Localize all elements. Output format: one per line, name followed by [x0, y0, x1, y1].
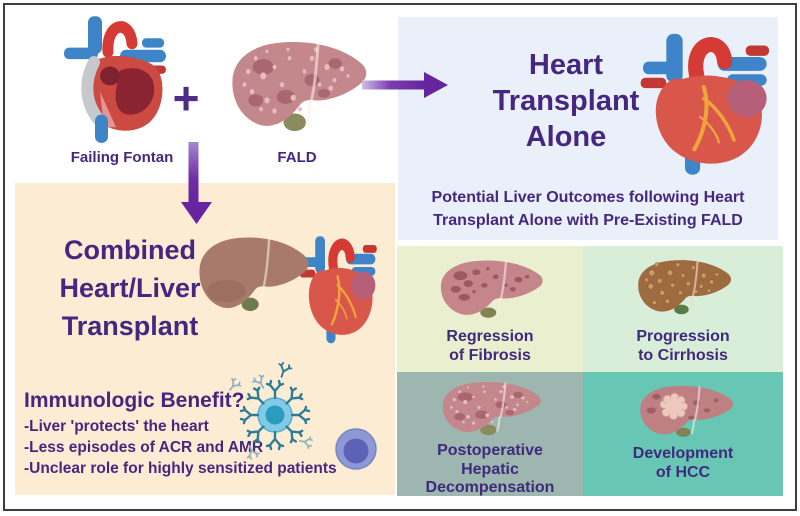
decompensated-liver-icon	[435, 376, 545, 444]
outcome-regression-of-fibrosis: Regression of Fibrosis	[397, 246, 583, 372]
outcome-caption: Development of HCC	[632, 445, 734, 481]
immunologic-benefit-heading: Immunologic Benefit?	[24, 389, 245, 412]
fald-liver-icon	[222, 32, 372, 146]
healthy-heart-icon	[636, 27, 776, 177]
outcome-development-of-hcc: Development of HCC	[583, 372, 783, 496]
combined-transplant-title: Combined Heart/Liver Transplant	[59, 235, 201, 341]
cirrhosis-liver-icon	[631, 254, 735, 324]
fald-label: FALD	[277, 149, 317, 166]
lymphocyte-cell-icon	[335, 428, 377, 470]
failing-fontan-label: Failing Fontan	[70, 149, 174, 166]
outcome-caption: Progression to Cirrhosis	[636, 328, 730, 364]
immunologic-point: -Less episodes of ACR and AMR	[24, 438, 264, 456]
outcome-postoperative-hepatic-decompensation: Postoperative Hepatic Decompensation	[397, 372, 583, 496]
immunologic-point: -Unclear role for highly sensitized pati…	[24, 459, 337, 477]
panel-combined-heart-liver-transplant: Combined Heart/Liver Transplant Immunolo…	[15, 183, 395, 495]
outcome-caption: Postoperative Hepatic Decompensation	[425, 442, 555, 496]
heart-transplant-alone-title: Heart Transplant Alone	[492, 49, 640, 153]
potential-liver-outcomes-subtitle: Potential Liver Outcomes following Heart…	[431, 189, 745, 229]
outcome-progression-to-cirrhosis: Progression to Cirrhosis	[583, 246, 783, 372]
fibrosis-liver-icon	[433, 254, 547, 328]
healthy-liver-icon	[191, 229, 313, 325]
outcome-caption: Regression of Fibrosis	[446, 328, 534, 364]
fontan-heart-icon	[58, 10, 178, 146]
panel-heart-transplant-alone: Heart Transplant Alone Potential Liver O…	[398, 17, 778, 240]
plus-sign: +	[172, 72, 200, 124]
immunologic-benefit-points: -Liver 'protects' the heart -Less episod…	[24, 417, 337, 479]
immunologic-point: -Liver 'protects' the heart	[24, 418, 209, 435]
immune-cell-with-antibodies-icon	[224, 360, 314, 460]
hcc-liver-icon	[633, 380, 737, 446]
